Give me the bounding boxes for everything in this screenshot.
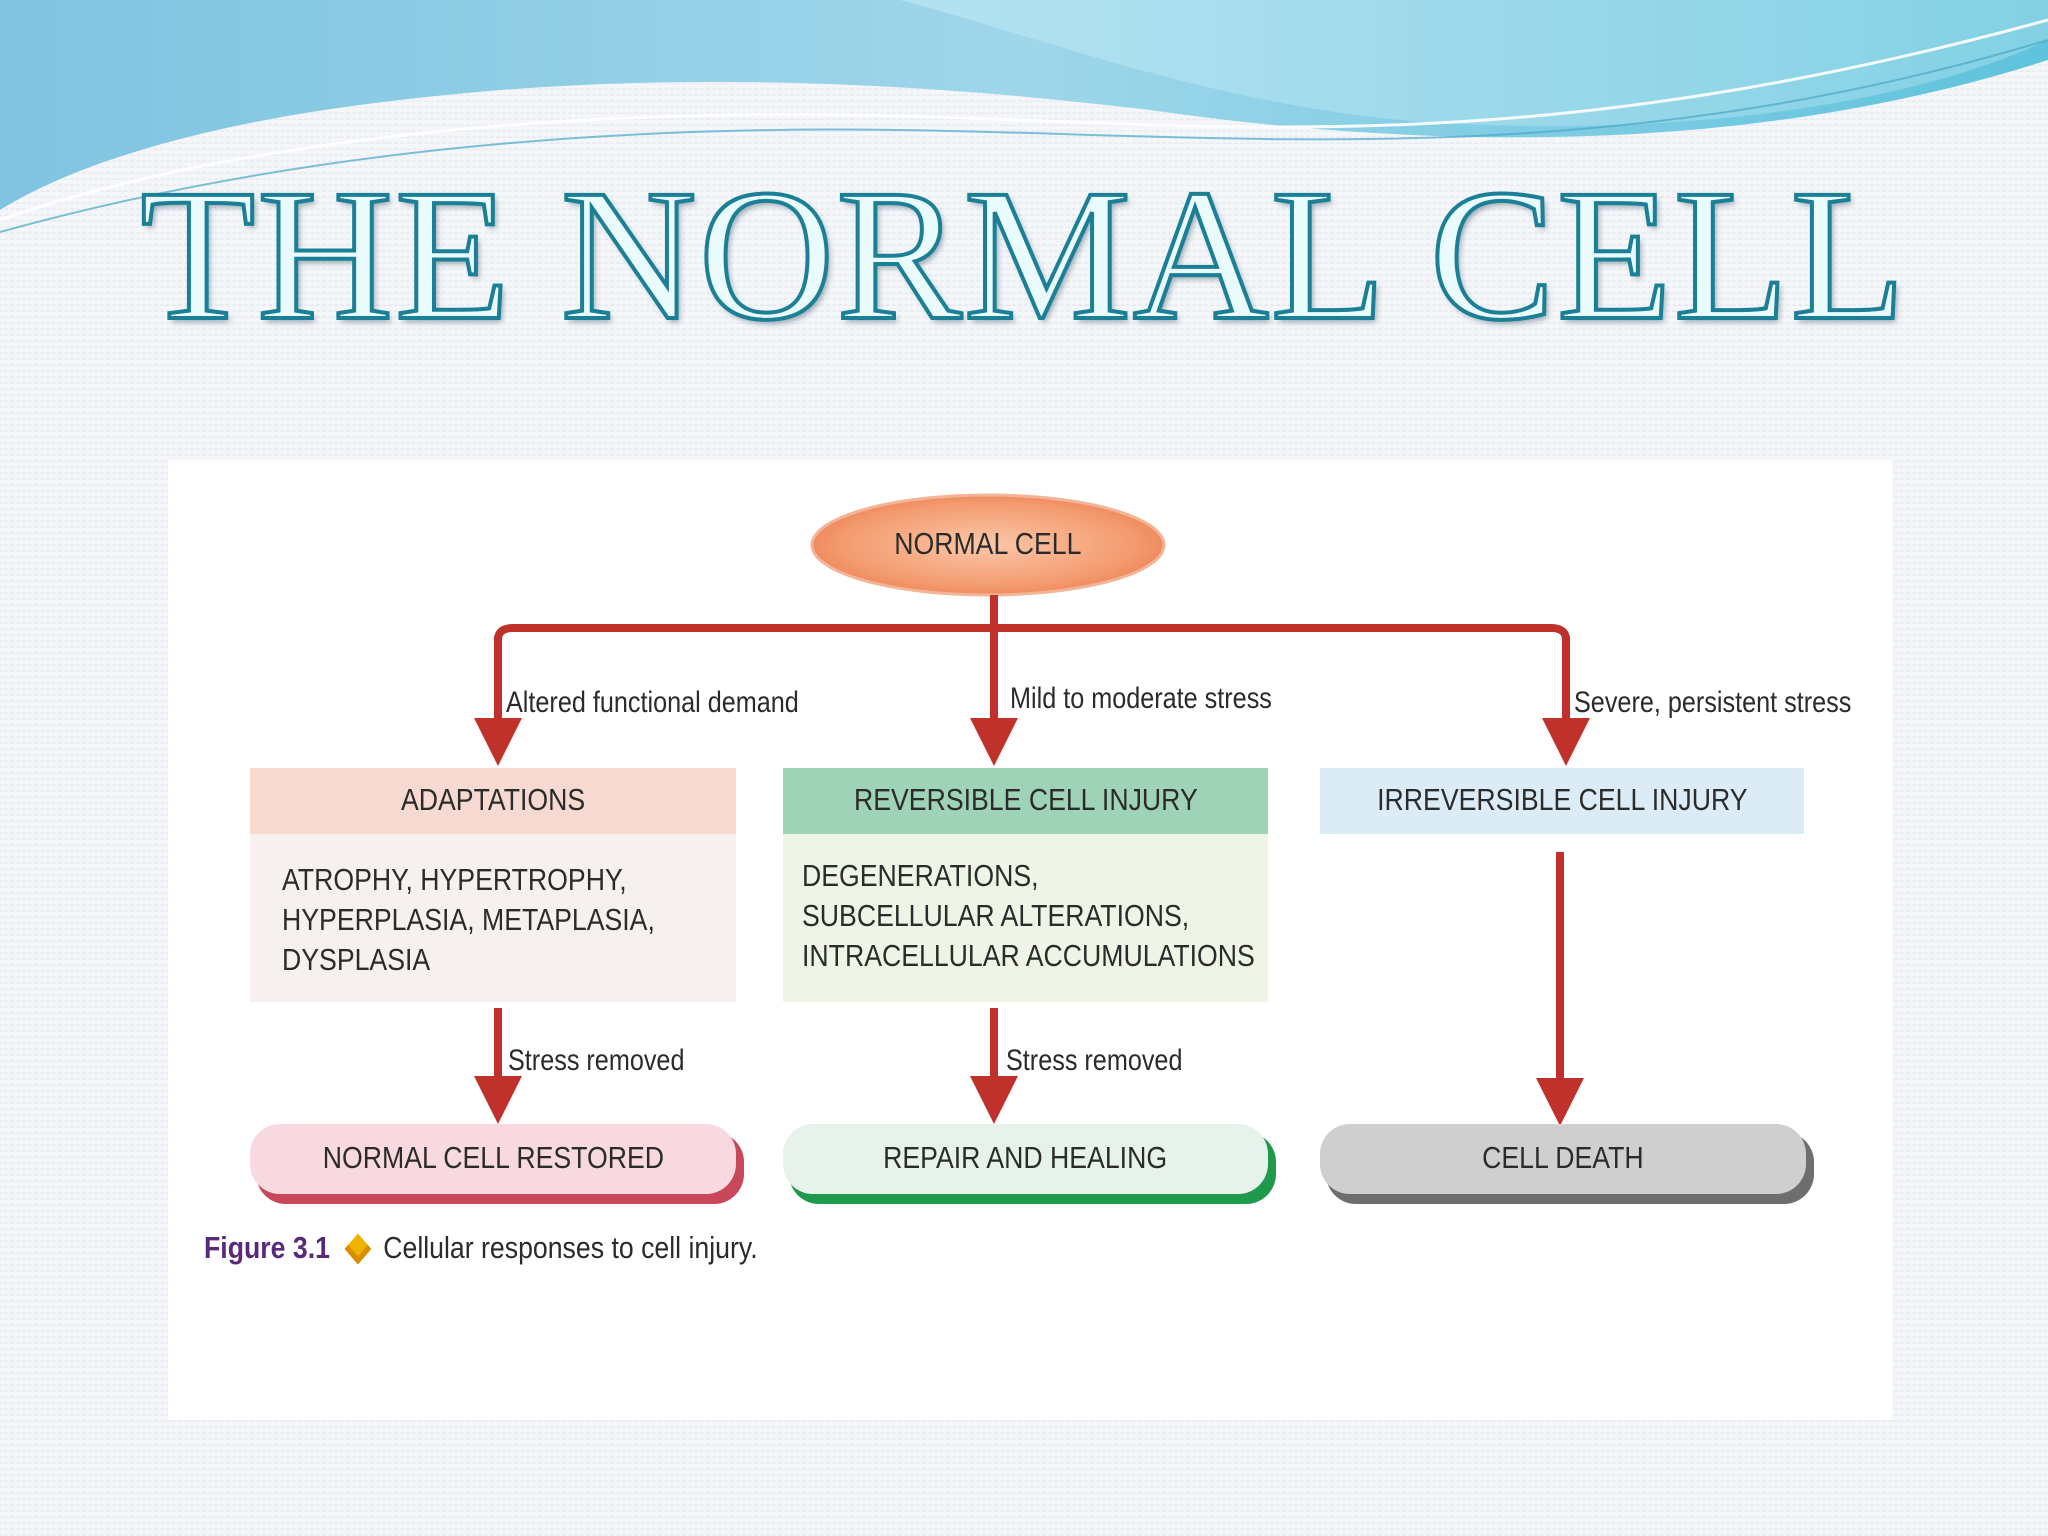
restored-pill	[250, 1124, 736, 1194]
root-node-label: NORMAL CELL	[894, 526, 1082, 561]
connectors	[474, 595, 1590, 1126]
outcome-cell-death: CELL DEATH	[1482, 1140, 1644, 1175]
edge-label-stress-removed-middle: Stress removed	[1006, 1044, 1183, 1077]
root-node-shape	[810, 493, 1166, 597]
adaptations-header-box	[250, 768, 736, 834]
figure-panel: NORMAL CELL Altered functional demand Mi…	[168, 460, 1892, 1420]
caption-label: Figure 3.1	[204, 1230, 330, 1265]
adaptations-detail-line: ATROPHY, HYPERTROPHY,	[282, 862, 627, 897]
slide-title: THE NORMAL CELL	[138, 150, 1908, 359]
adaptations-detail-line: HYPERPLASIA, METAPLASIA,	[282, 902, 655, 937]
header-wave-decoration	[0, 0, 2048, 233]
reversible-detail-line: INTRACELLULAR ACCUMULATIONS	[802, 938, 1255, 973]
outcome-repair-and-healing: REPAIR AND HEALING	[883, 1140, 1168, 1175]
diagram-canvas	[250, 493, 1814, 1204]
adaptations-header-label: ADAPTATIONS	[400, 782, 586, 817]
death-pill	[1320, 1124, 1806, 1194]
irreversible-header-label: IRREVERSIBLE CELL INJURY	[1376, 782, 1748, 817]
edge-label-severe-stress: Severe, persistent stress	[1574, 686, 1852, 719]
reversible-header-label: REVERSIBLE CELL INJURY	[853, 782, 1198, 817]
edge-label-altered-demand: Altered functional demand	[506, 686, 799, 719]
reversible-header-box	[783, 768, 1268, 834]
edge-label-stress-removed-left: Stress removed	[508, 1044, 685, 1077]
repair-pill	[783, 1124, 1268, 1194]
adaptations-detail-list: ATROPHY, HYPERTROPHY, HYPERPLASIA, METAP…	[282, 860, 716, 980]
reversible-detail-line: DEGENERATIONS,	[802, 858, 1039, 893]
reversible-detail-list: DEGENERATIONS, SUBCELLULAR ALTERATIONS, …	[802, 856, 1329, 976]
diamond-icon	[344, 1233, 372, 1265]
figure-caption: Figure 3.1 Cellular responses to cell inj…	[204, 1230, 758, 1266]
caption-text: Cellular responses to cell injury.	[383, 1230, 758, 1265]
adaptations-body-box	[250, 834, 736, 1002]
adaptations-detail-line: DYSPLASIA	[282, 942, 431, 977]
outcome-normal-cell-restored: NORMAL CELL RESTORED	[322, 1140, 664, 1175]
reversible-body-box	[783, 834, 1268, 1002]
branch-bar	[494, 624, 1570, 641]
edge-label-mild-stress: Mild to moderate stress	[1010, 682, 1272, 715]
irreversible-header-box	[1320, 768, 1804, 834]
reversible-detail-line: SUBCELLULAR ALTERATIONS,	[802, 898, 1190, 933]
